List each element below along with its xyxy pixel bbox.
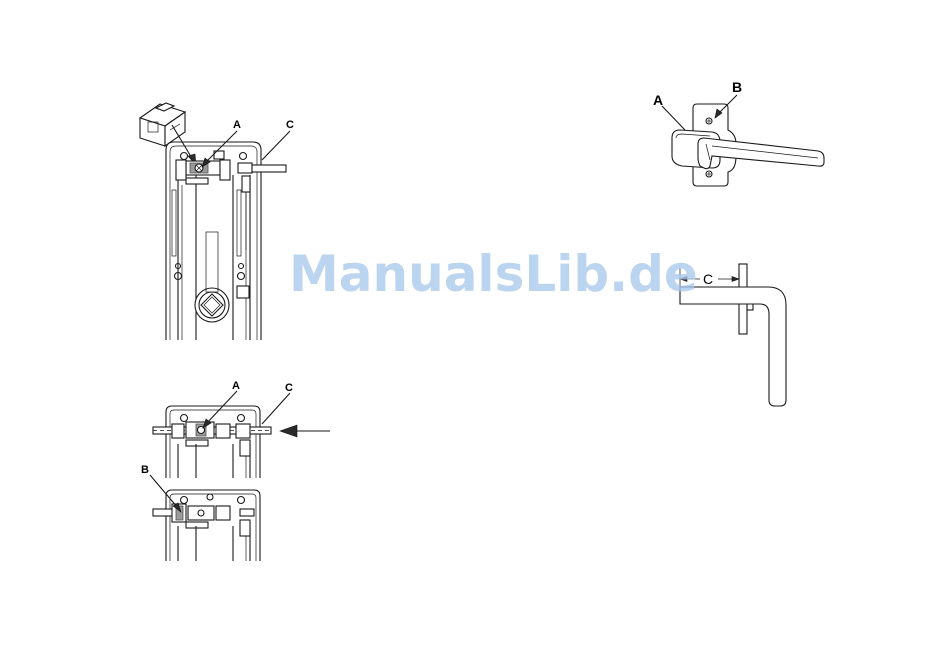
mechanism-figure-3: B — [141, 464, 260, 561]
clip-part-icon — [140, 103, 185, 146]
label-c-fig2: C — [285, 382, 293, 394]
label-c-fig1: C — [286, 119, 294, 131]
mechanism-figure-1: A C — [140, 103, 294, 340]
handle-perspective-figure: A B — [653, 79, 824, 186]
label-a-fig1: A — [233, 119, 241, 131]
label-a-handle: A — [653, 92, 663, 108]
mechanism-figure-2: A C — [153, 380, 330, 478]
watermark-text: ManualsLib.de — [289, 245, 698, 303]
label-b-fig3: B — [141, 464, 149, 476]
label-b-handle: B — [732, 79, 742, 95]
label-a-fig2: A — [232, 380, 240, 392]
dimension-label-c: C — [703, 271, 713, 287]
